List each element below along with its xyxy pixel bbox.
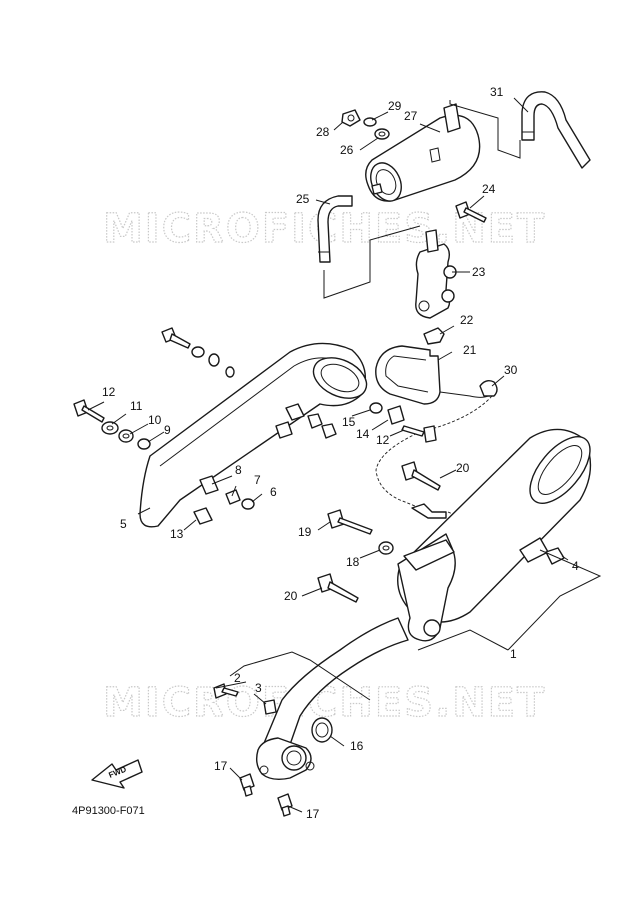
washer-top-3 <box>225 366 235 378</box>
collar-7 <box>225 489 241 505</box>
callout-20-lower: 20 <box>284 589 298 603</box>
protector-5 <box>139 342 368 528</box>
callout-4: 4 <box>572 559 579 573</box>
callout-24: 24 <box>482 182 496 196</box>
callout-19: 19 <box>298 525 312 539</box>
callout-16: 16 <box>350 739 364 753</box>
callout-10: 10 <box>148 413 162 427</box>
pipe-21 <box>375 345 493 405</box>
callout-23: 23 <box>472 265 486 279</box>
bolt-20-upper <box>401 461 441 491</box>
stud-17-b <box>277 793 293 817</box>
bolt-top <box>161 327 191 349</box>
pipe-end <box>411 503 447 519</box>
callout-12-left: 12 <box>102 385 116 399</box>
callout-26: 26 <box>340 143 354 157</box>
filter-canister <box>365 103 481 202</box>
bolt-19 <box>327 509 373 535</box>
clamp-22 <box>423 327 445 345</box>
stud-17-a <box>239 773 255 797</box>
washer-10 <box>118 429 134 443</box>
bolt-2 <box>213 683 239 699</box>
bolt-24 <box>455 201 487 223</box>
bolt-12-right <box>401 425 437 443</box>
washer-9 <box>137 438 151 450</box>
bolt-20-lower <box>317 573 359 603</box>
gasket-16 <box>311 717 333 743</box>
callouts: 1 2 3 4 5 6 7 8 9 10 11 12 12 13 14 15 1… <box>102 85 579 821</box>
callout-22: 22 <box>460 313 474 327</box>
hose-25 <box>317 195 353 263</box>
callout-29: 29 <box>388 99 402 113</box>
callout-27: 27 <box>404 109 418 123</box>
washer-top-2 <box>208 353 220 367</box>
callout-13: 13 <box>170 527 184 541</box>
callout-12-right: 12 <box>376 433 390 447</box>
callout-25: 25 <box>296 192 310 206</box>
collar-3 <box>263 699 277 715</box>
hose-31 <box>521 91 591 169</box>
leader-lines <box>87 97 602 813</box>
leader-25 <box>323 225 421 299</box>
damper-d <box>321 423 337 439</box>
callout-28: 28 <box>316 125 330 139</box>
callout-11: 11 <box>130 399 143 413</box>
diagram-code: 4P91300-F071 <box>72 805 145 817</box>
callout-3: 3 <box>255 681 262 695</box>
collar-14 <box>387 405 405 425</box>
callout-7: 7 <box>254 473 261 487</box>
collar-8 <box>199 475 219 495</box>
callout-6: 6 <box>270 485 277 499</box>
callout-17-b: 17 <box>306 807 320 821</box>
bolt-12-left <box>73 399 105 423</box>
washer-top-1 <box>191 346 205 358</box>
washer-26 <box>374 128 390 140</box>
callout-30: 30 <box>504 363 518 377</box>
callout-9: 9 <box>164 423 171 437</box>
bracket-23 <box>415 229 457 319</box>
callout-31: 31 <box>490 85 504 99</box>
collar-13 <box>193 507 213 525</box>
nut-28 <box>341 109 361 127</box>
leader-31 <box>449 100 521 159</box>
exhaust-pipe <box>255 617 409 781</box>
muffler <box>397 428 592 642</box>
breather-path <box>375 395 493 509</box>
clip-30 <box>479 379 498 397</box>
damper-a <box>285 403 305 421</box>
callout-5: 5 <box>120 517 127 531</box>
fwd-arrow-icon: FWD <box>91 759 143 789</box>
callout-14: 14 <box>356 427 370 441</box>
callout-15: 15 <box>342 415 356 429</box>
washer-6 <box>241 498 255 510</box>
callout-2: 2 <box>234 671 241 685</box>
callout-8: 8 <box>235 463 242 477</box>
washer-15 <box>369 402 383 414</box>
damper-c <box>307 413 323 429</box>
washer-18 <box>378 541 394 555</box>
callout-17-a: 17 <box>214 759 228 773</box>
washer-11 <box>101 421 119 435</box>
callout-18: 18 <box>346 555 360 569</box>
leader-2-3 <box>229 651 371 701</box>
callout-21: 21 <box>463 343 477 357</box>
damper-b <box>275 421 293 439</box>
callout-1: 1 <box>510 647 517 661</box>
callout-20-upper: 20 <box>456 461 470 475</box>
